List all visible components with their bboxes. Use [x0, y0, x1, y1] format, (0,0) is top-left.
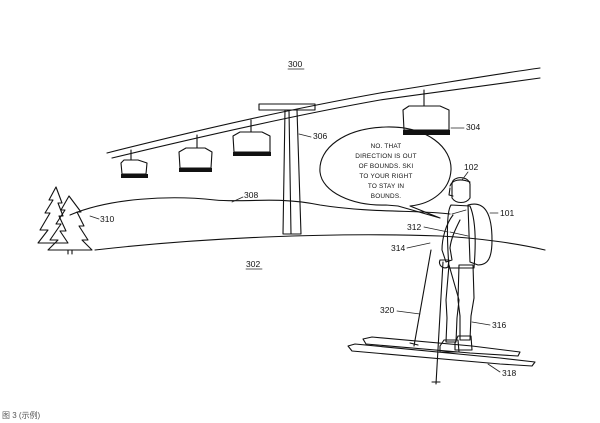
lift-cable-lower	[111, 77, 541, 159]
pine-tree-front	[47, 195, 93, 251]
skier-boot-front	[454, 335, 473, 351]
ski-leader	[487, 363, 501, 373]
figure-number-label: 300	[288, 59, 302, 69]
skier-helmet	[449, 179, 471, 187]
chair-label: 304	[466, 122, 480, 132]
skier-label: 102	[464, 162, 478, 172]
skier-head	[451, 177, 471, 204]
bubble-line-1: NO. THAT	[371, 143, 402, 150]
backpack-strap-upper	[451, 209, 467, 215]
speech-bubble: NO. THAT DIRECTION IS OUT OF BOUNDS. SKI…	[319, 126, 452, 219]
speech-bubble-outline	[319, 126, 452, 219]
tower-pole-left	[282, 109, 292, 235]
pole-basket-back	[409, 342, 419, 346]
hill-outline	[69, 197, 451, 216]
tower-label: 306	[313, 131, 327, 141]
tower-pole-right	[288, 109, 302, 235]
strap-leader	[423, 226, 449, 233]
hill-leader	[231, 196, 244, 203]
hill-label: 308	[244, 190, 258, 200]
chairlift-chair-1	[120, 149, 148, 178]
skier-leader	[461, 171, 469, 181]
ski-pole-back	[413, 249, 432, 347]
ski-back	[347, 343, 536, 367]
skier-arm	[441, 214, 461, 263]
skier-jacket	[446, 204, 476, 269]
ground-horizon-line	[94, 234, 546, 251]
chairlift-chair-2	[178, 134, 213, 172]
bubble-line-3: OF BOUNDS. SKI	[359, 163, 414, 170]
chairlift-chair-3	[232, 119, 271, 156]
tree-leader	[89, 215, 100, 220]
skier	[347, 177, 536, 385]
skier-face	[448, 187, 454, 197]
footer-caption: 图 3 (示例)	[2, 411, 41, 420]
ski-label: 318	[502, 368, 516, 378]
boot-leader	[471, 321, 491, 326]
pine-trees	[37, 186, 93, 255]
pole-label: 320	[380, 305, 394, 315]
skier-leg-back	[445, 264, 460, 343]
backpack-label: 101	[500, 208, 514, 218]
lift-tower	[258, 103, 316, 235]
skier-boot-back	[439, 339, 460, 353]
tree-label: 310	[100, 214, 114, 224]
skier-backpack	[467, 203, 493, 266]
bubble-line-6: BOUNDS.	[371, 193, 402, 200]
pole-leader	[396, 310, 421, 315]
skier-leg-front	[457, 264, 475, 341]
ski-pole-front	[435, 261, 444, 385]
hand-leader	[406, 242, 431, 249]
ski-front	[362, 336, 521, 357]
lift-cable-upper	[106, 67, 541, 154]
ground-label: 302	[246, 259, 260, 269]
boot-label: 316	[492, 320, 506, 330]
hand-label: 314	[391, 243, 405, 253]
chairlift-chair-4	[402, 89, 450, 135]
strap-label: 312	[407, 222, 421, 232]
bubble-line-4: TO YOUR RIGHT	[359, 173, 412, 180]
bubble-line-2: DIRECTION IS OUT	[355, 153, 416, 160]
bubble-line-5: TO STAY IN	[368, 183, 405, 190]
backpack-strap-lower	[449, 231, 469, 237]
tower-leader	[298, 133, 312, 138]
pine-tree-back	[37, 186, 69, 244]
